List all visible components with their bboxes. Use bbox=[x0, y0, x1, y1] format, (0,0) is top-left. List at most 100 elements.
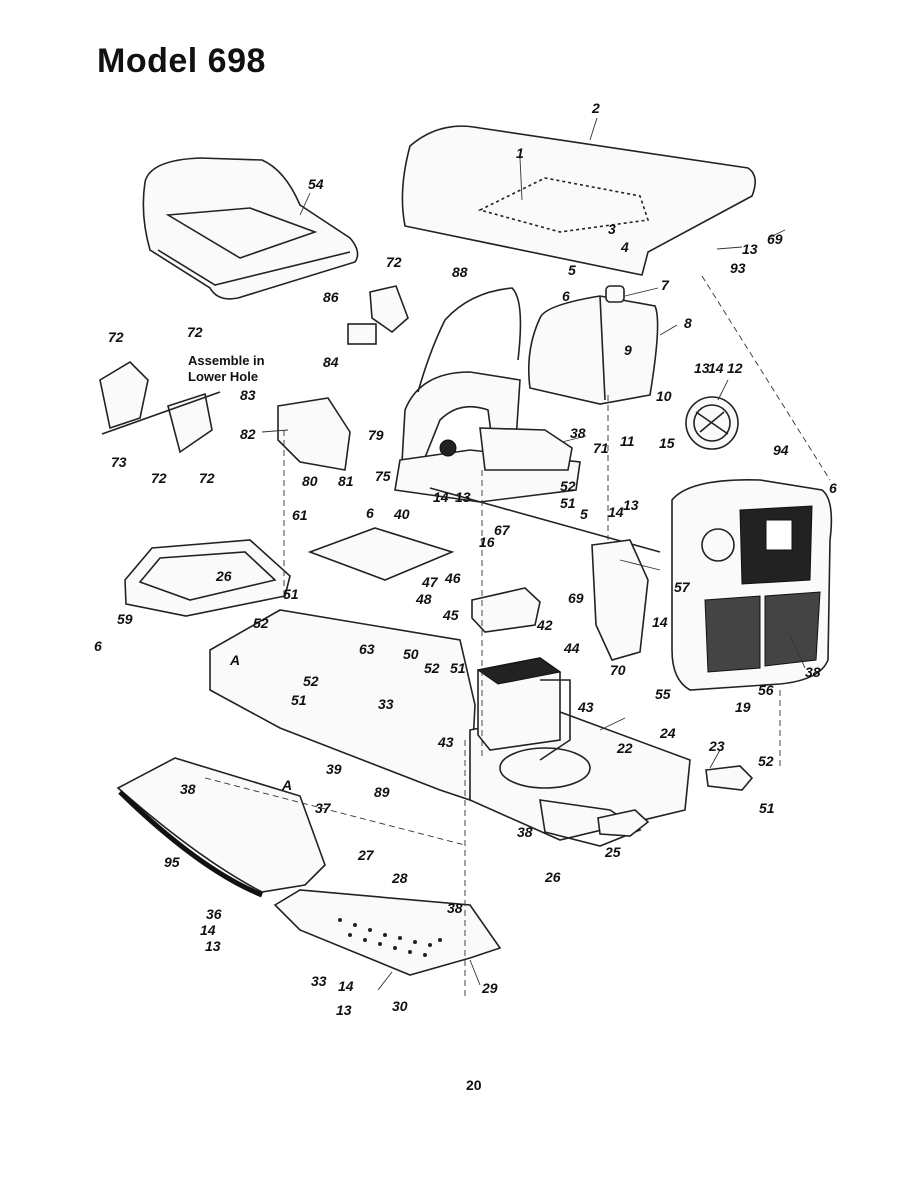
label-52c: 52 bbox=[424, 660, 440, 676]
footrest-part bbox=[116, 757, 326, 898]
label-55: 55 bbox=[655, 686, 671, 702]
label-9: 9 bbox=[624, 342, 632, 358]
label-51a: 51 bbox=[560, 495, 576, 511]
label-43a: 43 bbox=[577, 699, 594, 715]
label-73: 73 bbox=[111, 454, 127, 470]
fuel-tank-part bbox=[527, 285, 659, 405]
label-52d: 52 bbox=[303, 673, 319, 689]
label-71: 71 bbox=[593, 440, 609, 456]
leader-lines bbox=[261, 117, 806, 991]
label-33a: 33 bbox=[378, 696, 394, 712]
seat-part bbox=[142, 157, 359, 300]
label-33b: 33 bbox=[311, 973, 327, 989]
label-61: 61 bbox=[292, 507, 308, 523]
rod-73 bbox=[101, 391, 221, 435]
label-13a: 13 bbox=[742, 241, 758, 257]
bracket-part-23 bbox=[705, 765, 754, 791]
label-45: 45 bbox=[442, 607, 459, 623]
label-19: 19 bbox=[735, 699, 751, 715]
label-83: 83 bbox=[240, 387, 256, 403]
label-13b: 13 bbox=[694, 360, 710, 376]
part-number-labels: 2 1 54 3 4 69 13 93 72 88 5 7 6 86 8 72 … bbox=[94, 100, 837, 1018]
label-82: 82 bbox=[240, 426, 256, 442]
label-2: 2 bbox=[591, 100, 600, 116]
label-48: 48 bbox=[415, 591, 432, 607]
label-13f: 13 bbox=[336, 1002, 352, 1018]
label-95: 95 bbox=[164, 854, 180, 870]
label-30: 30 bbox=[392, 998, 408, 1014]
label-22: 22 bbox=[616, 740, 633, 756]
label-38c: 38 bbox=[180, 781, 196, 797]
switch-part bbox=[369, 285, 409, 334]
wire-harness-part bbox=[417, 287, 522, 393]
label-72a: 72 bbox=[386, 254, 402, 270]
label-27: 27 bbox=[357, 847, 375, 863]
rear-deck-part bbox=[124, 539, 291, 617]
label-1: 1 bbox=[516, 145, 524, 161]
label-52e: 52 bbox=[758, 753, 774, 769]
label-38e: 38 bbox=[447, 900, 463, 916]
label-80: 80 bbox=[302, 473, 318, 489]
solenoid-part bbox=[347, 323, 377, 345]
label-15: 15 bbox=[659, 435, 675, 451]
label-51c: 51 bbox=[450, 660, 466, 676]
label-6b: 6 bbox=[829, 480, 837, 496]
grille-part bbox=[671, 479, 833, 691]
label-69b: 69 bbox=[568, 590, 584, 606]
label-94: 94 bbox=[773, 442, 789, 458]
assemble-note-line1: Assemble in bbox=[188, 353, 265, 368]
label-25: 25 bbox=[604, 844, 621, 860]
label-28: 28 bbox=[391, 870, 408, 886]
label-39: 39 bbox=[326, 761, 342, 777]
label-A2: A bbox=[281, 777, 292, 793]
label-81: 81 bbox=[338, 473, 354, 489]
label-57: 57 bbox=[674, 579, 691, 595]
label-5a: 5 bbox=[568, 262, 576, 278]
bracket-part-72b bbox=[167, 392, 213, 454]
label-7: 7 bbox=[661, 277, 670, 293]
fender-part bbox=[591, 539, 649, 661]
dashboard-part bbox=[394, 371, 581, 503]
label-63: 63 bbox=[359, 641, 375, 657]
label-24: 24 bbox=[659, 725, 676, 741]
label-6d: 6 bbox=[94, 638, 102, 654]
main-frame-part bbox=[209, 609, 691, 847]
headlight-part bbox=[685, 396, 739, 450]
assembly-line-5 bbox=[204, 777, 466, 846]
label-11: 11 bbox=[620, 433, 635, 449]
label-46: 46 bbox=[444, 570, 461, 586]
label-16: 16 bbox=[479, 534, 495, 550]
page-number: 20 bbox=[466, 1077, 482, 1093]
label-67: 67 bbox=[494, 522, 511, 538]
label-51e: 51 bbox=[759, 800, 775, 816]
label-72b: 72 bbox=[108, 329, 124, 345]
page-title: Model 698 bbox=[97, 42, 266, 80]
label-38a: 38 bbox=[570, 425, 586, 441]
label-3: 3 bbox=[608, 221, 616, 237]
assembly-line-1 bbox=[701, 275, 831, 481]
footplate-part bbox=[273, 889, 502, 976]
battery-part bbox=[476, 657, 562, 751]
label-42: 42 bbox=[536, 617, 553, 633]
label-69a: 69 bbox=[767, 231, 783, 247]
label-72c: 72 bbox=[187, 324, 203, 340]
label-29: 29 bbox=[481, 980, 498, 996]
label-51d: 51 bbox=[291, 692, 307, 708]
label-47: 47 bbox=[421, 574, 439, 590]
battery-box-part bbox=[471, 587, 541, 633]
label-10: 10 bbox=[656, 388, 672, 404]
label-75: 75 bbox=[375, 468, 391, 484]
label-5b: 5 bbox=[580, 506, 588, 522]
label-13e: 13 bbox=[205, 938, 221, 954]
label-36: 36 bbox=[206, 906, 222, 922]
label-6a: 6 bbox=[562, 288, 570, 304]
label-54: 54 bbox=[308, 176, 324, 192]
label-37: 37 bbox=[315, 800, 332, 816]
label-14d: 14 bbox=[652, 614, 668, 630]
label-93: 93 bbox=[730, 260, 746, 276]
label-89: 89 bbox=[374, 784, 390, 800]
label-72e: 72 bbox=[199, 470, 215, 486]
label-86: 86 bbox=[323, 289, 339, 305]
label-50: 50 bbox=[403, 646, 419, 662]
label-72d: 72 bbox=[151, 470, 167, 486]
